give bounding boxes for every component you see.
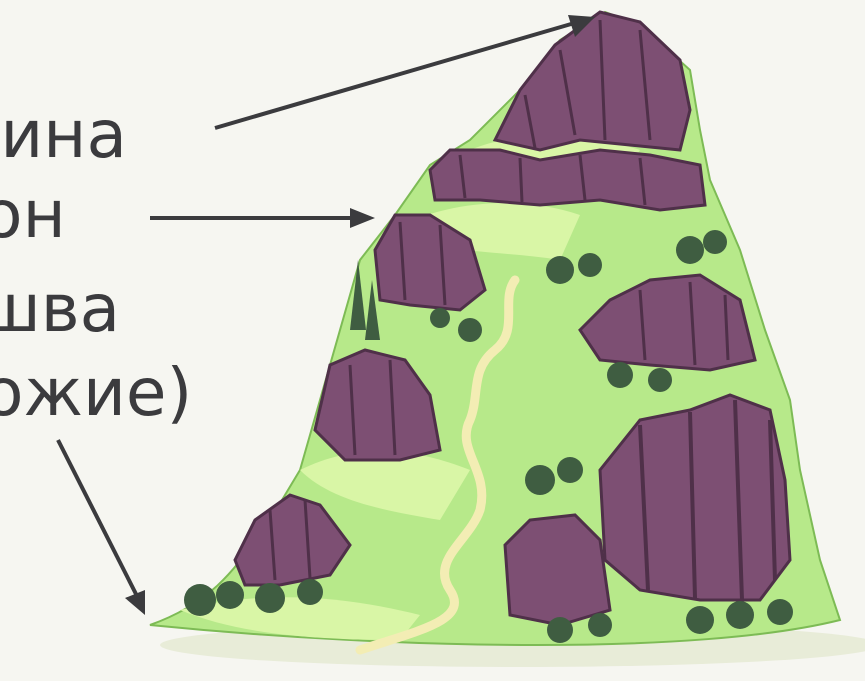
- arrow-to-foot: [58, 440, 138, 598]
- label-foot-line1: ошва: [0, 276, 120, 342]
- label-slope: лон: [0, 182, 66, 248]
- arrow-to-slope-head: [350, 208, 375, 228]
- label-foot-line2: ножие): [0, 360, 192, 426]
- rock-upper-band: [430, 150, 705, 210]
- label-summit: шина: [0, 102, 127, 168]
- rock-summit: [495, 12, 690, 150]
